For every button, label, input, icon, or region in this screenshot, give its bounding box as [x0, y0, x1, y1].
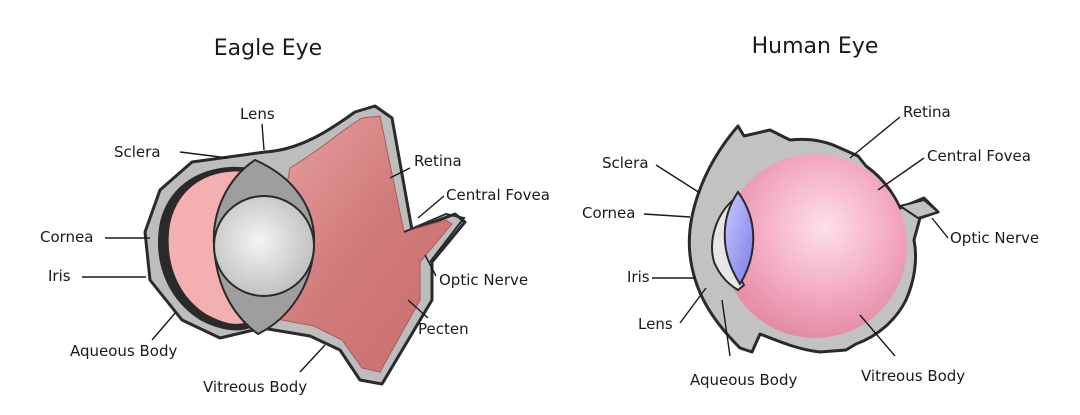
eagle-label-cornea: Cornea: [40, 228, 93, 246]
eagle-label-aqueous-body: Aqueous Body: [70, 342, 178, 360]
human-lens: [723, 190, 755, 286]
human-vitreous-body: [723, 154, 907, 338]
eagle-lens: [213, 195, 315, 297]
eagle-label-lens: Lens: [240, 105, 275, 123]
human-labels: Retina Sclera Central Fovea Cornea Optic…: [582, 103, 1039, 389]
eagle-eye-title: Eagle Eye: [214, 36, 322, 61]
eagle-labels: Lens Sclera Retina Central Fovea Cornea …: [40, 105, 550, 396]
eagle-label-retina: Retina: [414, 152, 462, 170]
eagle-retina: [261, 115, 453, 373]
eagle-label-iris: Iris: [48, 267, 71, 285]
human-label-iris: Iris: [627, 268, 650, 286]
eagle-label-sclera: Sclera: [114, 143, 161, 161]
eagle-optic-nerve: [403, 212, 466, 263]
eagle-label-pecten: Pecten: [418, 320, 469, 338]
human-label-sclera: Sclera: [602, 154, 649, 172]
human-eye-title: Human Eye: [752, 34, 879, 59]
eagle-label-vitreous-body: Vitreous Body: [203, 378, 307, 396]
human-label-lens: Lens: [638, 315, 673, 333]
eagle-label-central-fovea: Central Fovea: [446, 186, 550, 204]
eagle-label-optic-nerve: Optic Nerve: [439, 271, 528, 289]
human-leader-lines: [643, 116, 949, 357]
human-label-central-fovea: Central Fovea: [927, 147, 1031, 165]
human-eye-illustration: [687, 124, 941, 354]
eagle-leader-lines: [82, 123, 445, 373]
human-label-vitreous-body: Vitreous Body: [861, 367, 965, 385]
human-optic-nerve: [897, 198, 941, 220]
human-label-optic-nerve: Optic Nerve: [950, 229, 1039, 247]
human-label-aqueous-body: Aqueous Body: [690, 371, 798, 389]
human-label-cornea: Cornea: [582, 204, 635, 222]
human-label-retina: Retina: [903, 103, 951, 121]
eagle-eye-illustration: [143, 104, 467, 386]
